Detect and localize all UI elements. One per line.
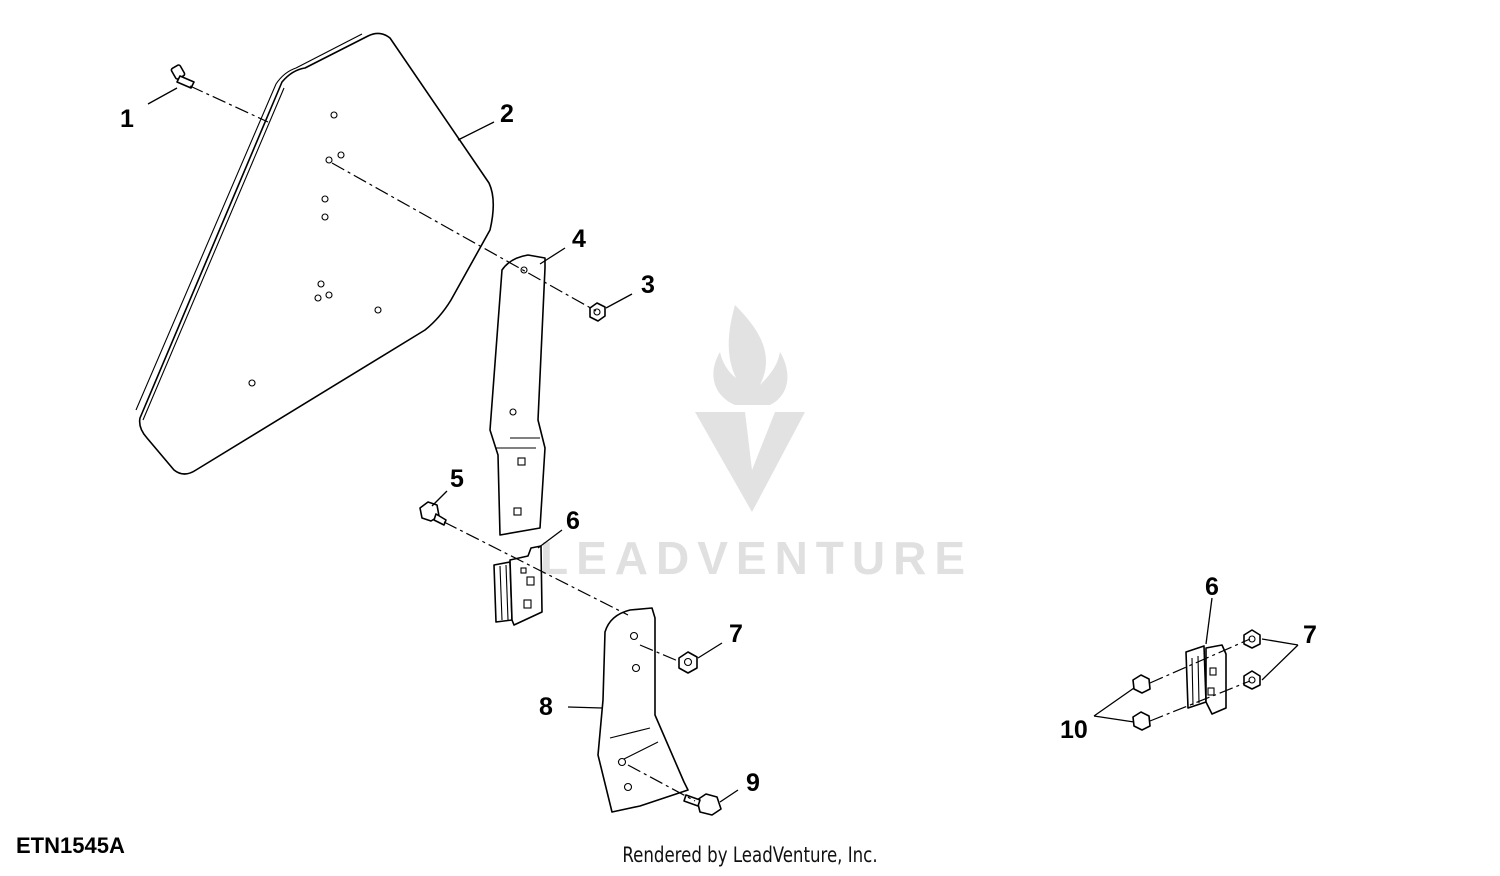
watermark-text: LEADVENTURE: [540, 532, 973, 584]
callout-7-detail: 7: [1303, 621, 1317, 649]
callout-5: 5: [450, 465, 464, 493]
flange-bolt: [419, 501, 447, 526]
lower-bracket: [597, 607, 689, 813]
callout-8: 8: [539, 693, 553, 721]
callout-9: 9: [746, 769, 760, 797]
watermark-flame-icon: [713, 305, 788, 405]
deflector-panel: [135, 32, 495, 475]
hex-bolt: [683, 793, 722, 816]
center-lines: [189, 85, 1251, 802]
hinge-left: [493, 545, 543, 626]
figure-id-label: ETN1545A: [16, 833, 125, 858]
callout-6: 6: [566, 507, 580, 535]
lock-nut: [589, 302, 606, 322]
flange-nut: [678, 651, 698, 674]
callout-4: 4: [572, 225, 586, 253]
render-credit: Rendered by LeadVenture, Inc.: [622, 843, 878, 867]
carriage-bolt: [170, 64, 195, 89]
leader-lines: [147, 87, 1299, 803]
callout-2: 2: [500, 100, 514, 128]
hinge-detail-view: [1132, 629, 1261, 731]
leadventure-watermark: LEADVENTURE: [540, 305, 973, 584]
callout-3: 3: [641, 271, 655, 299]
watermark-v-icon: [695, 412, 805, 512]
callout-7: 7: [729, 620, 743, 648]
callout-1: 1: [120, 105, 134, 133]
upper-bracket: [489, 254, 546, 536]
callout-10: 10: [1060, 716, 1088, 744]
callout-6-detail: 6: [1205, 573, 1219, 601]
